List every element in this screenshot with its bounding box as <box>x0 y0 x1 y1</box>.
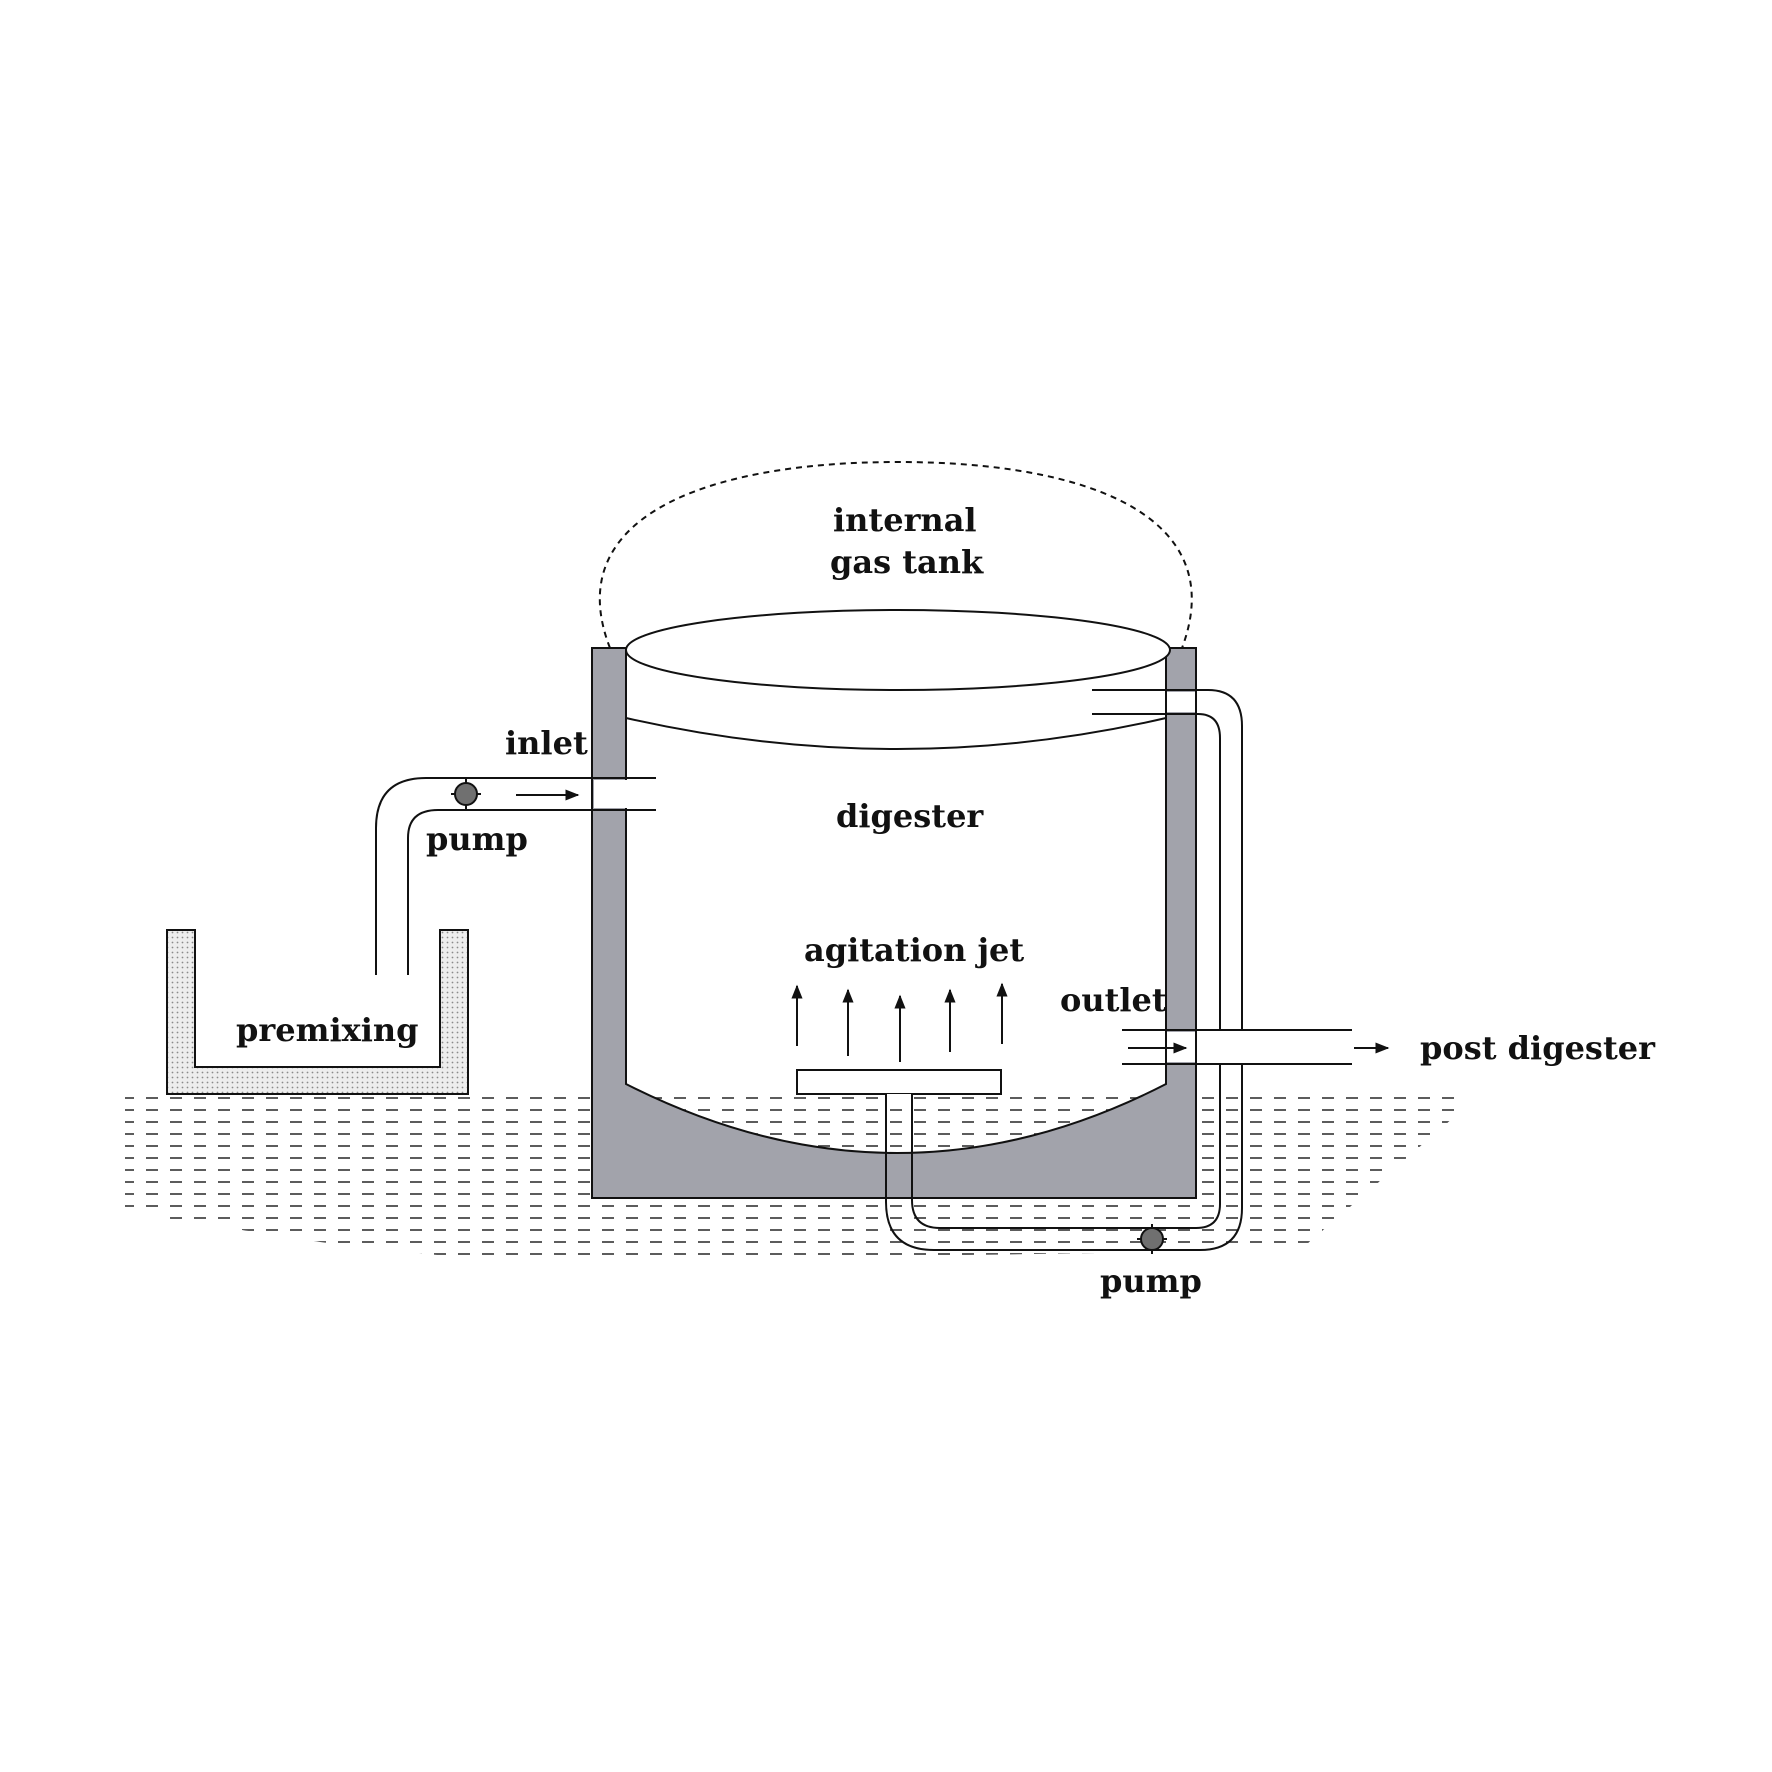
label-premixing: premixing <box>236 1011 418 1049</box>
digester-top-rim <box>625 609 1171 691</box>
label-pump-return: pump <box>1100 1262 1202 1300</box>
floating-cover-lower-edge <box>625 717 1167 750</box>
gas-dome <box>598 460 1193 649</box>
gas-pipe-wall-cut <box>1167 692 1195 712</box>
inlet-pipe-outer <box>375 777 656 975</box>
label-gas-tank-line1: internal <box>833 501 977 539</box>
digester-wall <box>591 647 1197 1199</box>
inlet-pump-icon <box>451 779 481 809</box>
label-gas-tank-line2: gas tank <box>830 543 984 581</box>
agitation-jet-riser-cut <box>887 1094 911 1102</box>
agitation-jet-header <box>796 1069 1002 1095</box>
premixing-tank <box>166 929 469 1095</box>
label-pump-inlet: pump <box>426 820 528 858</box>
return-pump-icon <box>1137 1224 1167 1254</box>
gas-pipe-inner <box>911 713 1221 1229</box>
label-post-digester: post digester <box>1420 1029 1656 1067</box>
label-digester: digester <box>836 797 984 835</box>
label-agitation-jet: agitation jet <box>804 931 1024 969</box>
label-inlet: inlet <box>505 724 588 762</box>
gas-pipe-outer <box>885 689 1243 1251</box>
label-outlet: outlet <box>1060 981 1167 1019</box>
inlet-pipe-wall-cut <box>594 780 658 808</box>
agitation-arrows <box>791 982 1008 1062</box>
inlet-pipe-inner <box>407 809 656 975</box>
